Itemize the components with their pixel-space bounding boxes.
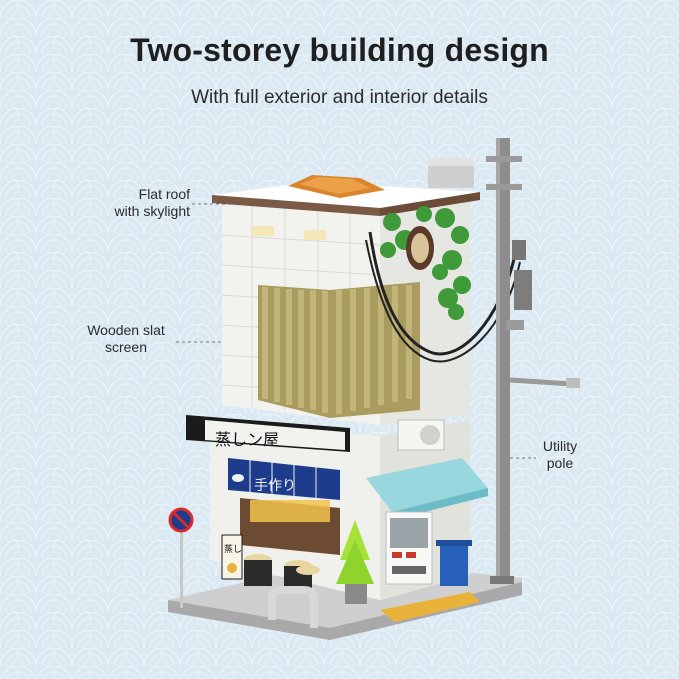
- callout-slat-line1: Wooden slat: [87, 322, 165, 338]
- shop-main-sign: 蒸しン屋: [186, 415, 350, 452]
- no-parking-sign-icon: [168, 507, 194, 608]
- side-sign-board: 蒸し: [221, 534, 243, 580]
- callout-roof-line1: Flat roof: [138, 186, 190, 202]
- power-cables: [368, 231, 517, 356]
- callout-pole: Utility pole: [534, 438, 586, 472]
- banner-text: 手作り: [254, 478, 296, 494]
- vending-machine-icon: [385, 511, 433, 585]
- stool-3: [296, 565, 320, 575]
- wooden-slat-screen: [258, 282, 420, 418]
- callout-pole-line2: pole: [546, 455, 574, 471]
- side-sign-text: 蒸し: [224, 543, 242, 555]
- callout-pole-line1: Utility: [542, 438, 578, 454]
- main-sign-text: 蒸しン屋: [215, 430, 279, 449]
- callout-roof-line2: with skylight: [114, 203, 190, 219]
- callout-slat: Wooden slat screen: [80, 322, 172, 356]
- ivy-vines: [380, 206, 471, 320]
- page-title: Two-storey building design: [130, 32, 549, 68]
- tree-icon: [336, 520, 374, 604]
- callout-roof: Flat roof with skylight: [88, 186, 190, 220]
- drain-pipe: [268, 586, 318, 628]
- noren-banner: 手作り: [228, 458, 340, 500]
- callout-slat-line2: screen: [104, 339, 148, 355]
- trash-bin-icon: [436, 540, 472, 586]
- awning: [366, 458, 488, 512]
- utility-pole: [486, 138, 580, 584]
- page-subtitle: With full exterior and interior details: [191, 87, 488, 108]
- clock-icon: [406, 226, 434, 270]
